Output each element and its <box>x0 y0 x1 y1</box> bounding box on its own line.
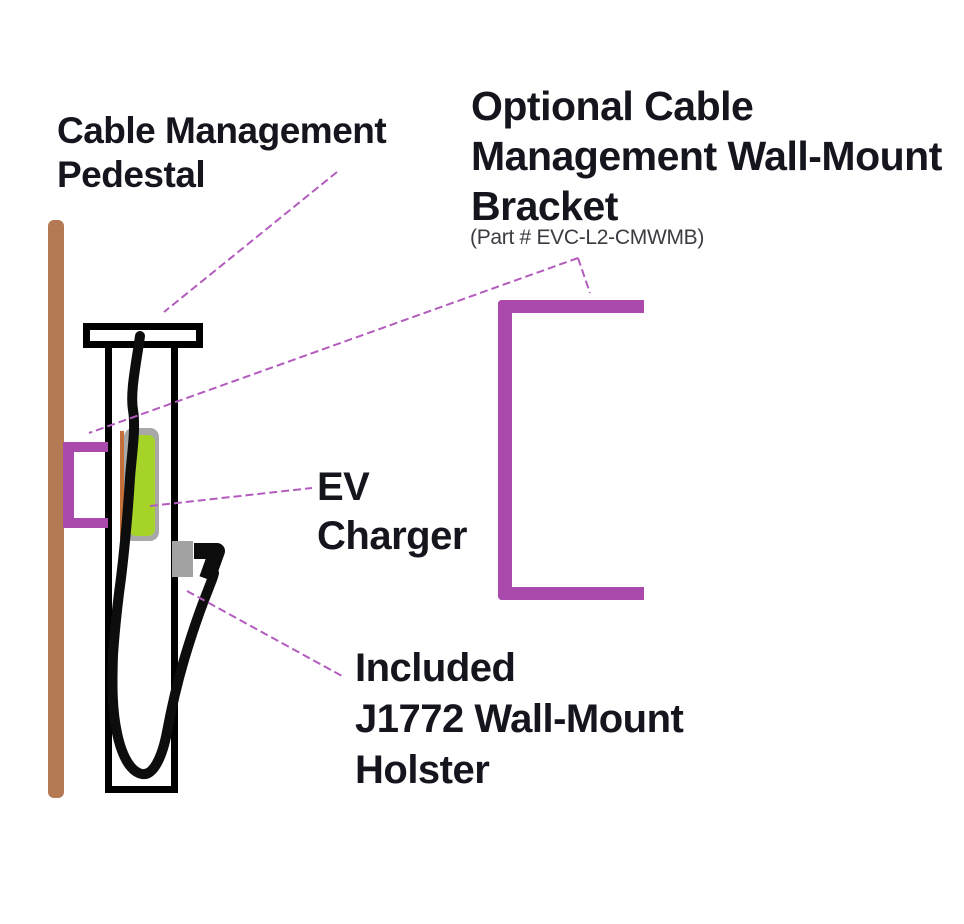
charger-orange-edge <box>120 431 124 539</box>
leader-line-pedestal <box>163 171 338 313</box>
label-cable-management-pedestal: Cable Management Pedestal <box>57 109 387 197</box>
label-line: EV <box>317 465 370 509</box>
cable-management-bracket-large <box>498 300 644 600</box>
j1772-connector <box>194 543 225 582</box>
leader-line-holster <box>186 590 343 677</box>
leader-line-ev-charger <box>149 487 313 507</box>
label-included-j1772-holster: Included J1772 Wall-Mount Holster <box>355 643 684 796</box>
leader-line-bracket-short <box>577 257 591 294</box>
label-line: Optional Cable <box>471 83 754 129</box>
label-part-number: (Part # EVC-L2-CMWMB) <box>470 226 705 249</box>
cable-management-bracket-small <box>63 442 108 528</box>
label-line: Holster <box>355 748 490 792</box>
label-line: Bracket <box>471 183 618 229</box>
leader-line-bracket-long <box>88 257 579 434</box>
label-line: Included <box>355 646 516 690</box>
wall-line <box>48 220 64 798</box>
label-line: Cable Management <box>57 110 387 151</box>
label-line: Pedestal <box>57 154 206 195</box>
label-line: J1772 Wall-Mount <box>355 697 684 741</box>
label-line: Management Wall-Mount <box>471 133 942 179</box>
charging-cable <box>107 331 219 780</box>
label-ev-charger: EV Charger <box>317 463 467 561</box>
label-optional-wall-mount-bracket: Optional Cable Management Wall-Mount Bra… <box>471 81 942 231</box>
label-line: Charger <box>317 514 467 558</box>
j1772-holster <box>172 541 193 577</box>
